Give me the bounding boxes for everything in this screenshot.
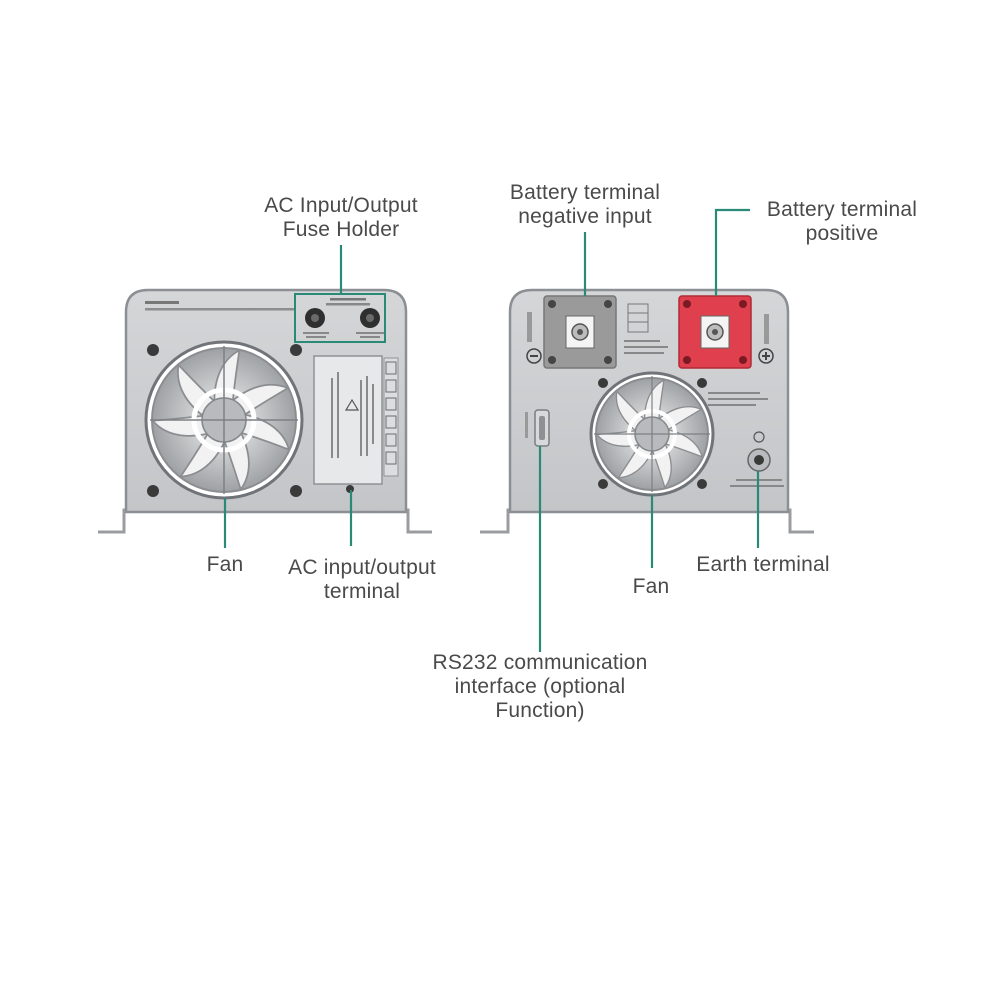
fuse-holder-block: [294, 293, 386, 343]
screw: [147, 344, 159, 356]
callout-line: Earth terminal: [696, 553, 830, 576]
callout-line: Fan: [632, 575, 670, 598]
callout-line: AC input/output: [288, 556, 436, 579]
right-foot-right: [784, 508, 814, 534]
callout-line: AC Input/Output: [264, 194, 418, 217]
callout-line: terminal: [323, 580, 401, 603]
callout-line: Battery terminal: [509, 181, 661, 204]
left-foot-right: [402, 508, 432, 534]
battery-positive-terminal: [678, 295, 774, 369]
callout-fan-left: Fan: [190, 553, 260, 577]
leader-positive: [714, 208, 750, 296]
minus-icon: [526, 348, 542, 364]
callout-line: Battery terminal: [766, 198, 918, 221]
rs232-port: [525, 409, 550, 447]
screw: [290, 485, 302, 497]
callout-line: positive: [805, 222, 879, 245]
callout-fan-right: Fan: [616, 575, 686, 599]
left-inverter-panel: [98, 288, 432, 534]
callout-battery-negative: Battery terminal negative input: [495, 181, 675, 229]
plus-icon: [758, 348, 774, 364]
leader-lines: [223, 208, 760, 652]
right-foot-left: [480, 508, 514, 534]
left-fan: [144, 340, 304, 500]
callout-line: negative input: [518, 205, 652, 228]
battery-negative-terminal: [526, 295, 617, 369]
spec-label: [624, 303, 668, 354]
callout-fuse-holder: AC Input/Output Fuse Holder: [251, 194, 431, 242]
ac-terminal-cover: [313, 355, 399, 493]
callout-earth-terminal: Earth terminal: [680, 553, 846, 577]
callout-battery-positive: Battery terminal positive: [752, 198, 932, 246]
right-inverter-panel: [480, 288, 814, 534]
caution-text: [145, 308, 295, 311]
callout-line: Fan: [206, 553, 244, 576]
ground-icon: [753, 431, 765, 443]
callout-line: Function): [495, 699, 585, 722]
callout-line: Fuse Holder: [282, 218, 400, 241]
screw: [290, 344, 302, 356]
callout-line: interface (optional: [454, 675, 626, 698]
caution-label: [145, 301, 179, 304]
left-foot-left: [98, 508, 130, 534]
callout-line: RS232 communication: [432, 651, 648, 674]
callout-rs232: RS232 communication interface (optional …: [420, 651, 660, 723]
screw: [147, 485, 159, 497]
callout-ac-terminal: AC input/output terminal: [268, 556, 456, 604]
right-fan: [589, 371, 715, 497]
